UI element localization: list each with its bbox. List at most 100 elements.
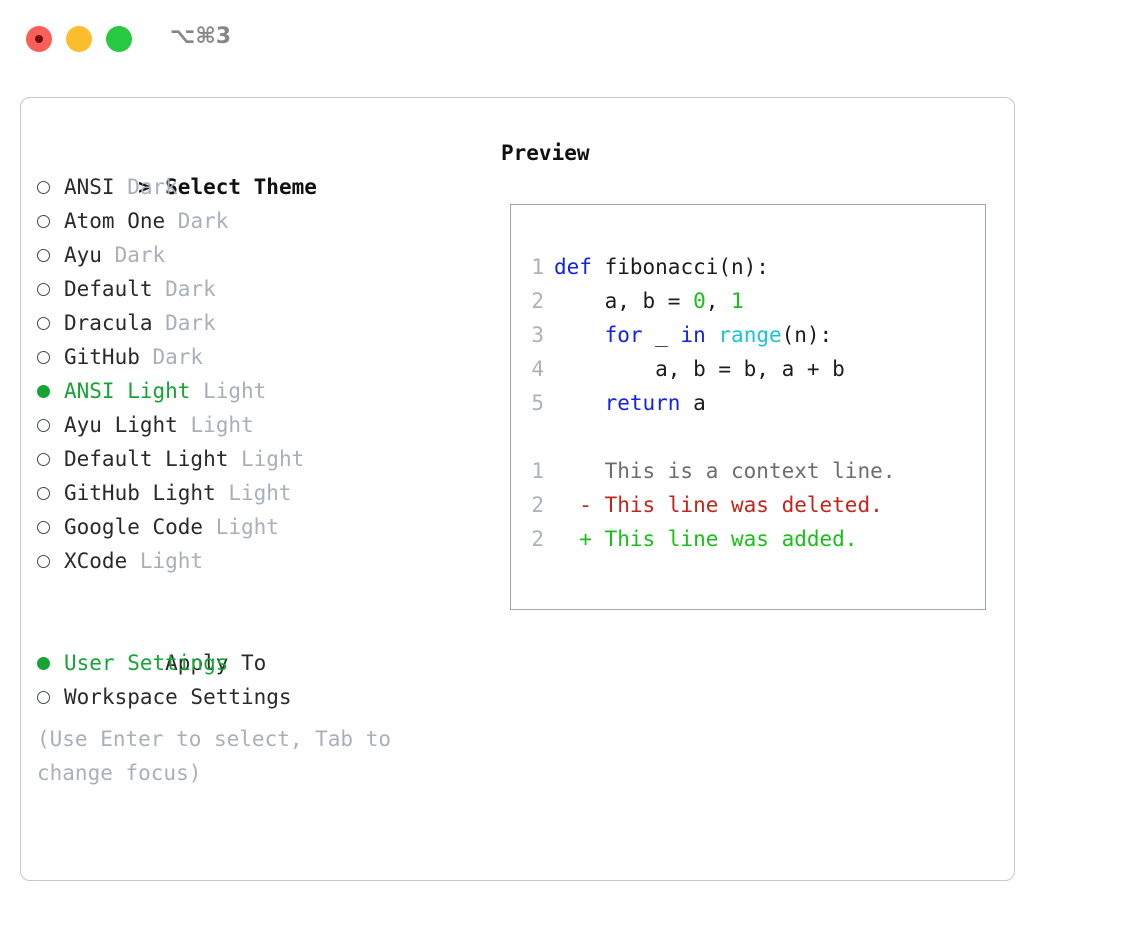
diff-line: 2 - This line was deleted.	[522, 488, 981, 522]
code-token-num: 1	[731, 289, 744, 313]
diff-marker: +	[554, 527, 605, 551]
code-line-number: 3	[531, 323, 544, 347]
theme-option-github[interactable]: GitHub Dark	[37, 340, 497, 374]
radio-unselected-icon	[37, 316, 50, 330]
keyboard-hint: (Use Enter to select, Tab to change focu…	[37, 727, 404, 785]
apply-to-option-user-settings[interactable]: User Settings	[37, 646, 497, 680]
diff-line-number: 2	[531, 493, 544, 517]
code-token-plain: a, b = b, a + b	[554, 357, 845, 381]
theme-option-radio	[37, 170, 64, 204]
theme-option-kind: Dark	[114, 175, 178, 199]
diff-line-number: 1	[531, 459, 544, 483]
theme-option-ayu-light[interactable]: Ayu Light Light	[37, 408, 497, 442]
code-token-plain: ,	[705, 289, 732, 313]
code-token-plain: fibonacci(n):	[591, 255, 769, 279]
apply-to-label: Apply To	[165, 651, 267, 675]
diff-line: 2 + This line was added.	[522, 522, 981, 556]
code-token-plain	[554, 391, 605, 415]
diff-sample: 1 This is a context line.2 - This line w…	[522, 454, 981, 556]
theme-option-github-light[interactable]: GitHub Light Light	[37, 476, 497, 510]
diff-marker	[554, 459, 605, 483]
theme-option-ayu[interactable]: Ayu Dark	[37, 238, 497, 272]
radio-unselected-icon	[37, 248, 50, 262]
radio-unselected-icon	[37, 282, 50, 296]
theme-option-xcode[interactable]: XCode Light	[37, 544, 497, 578]
code-token-fn: range	[718, 323, 782, 347]
theme-option-kind: Dark	[165, 209, 229, 233]
radio-unselected-icon	[37, 180, 50, 194]
theme-option-radio	[37, 544, 64, 578]
radio-selected-icon	[37, 656, 50, 670]
code-token-kw: def	[554, 255, 592, 279]
minimize-button[interactable]	[66, 26, 92, 52]
theme-option-ansi-light[interactable]: ANSI Light Light	[37, 374, 497, 408]
radio-unselected-icon	[37, 350, 50, 364]
theme-option-default[interactable]: Default Dark	[37, 272, 497, 306]
theme-option-name: Google Code	[64, 515, 204, 539]
theme-option-atom-one[interactable]: Atom One Dark	[37, 204, 497, 238]
apply-to-option-name: User Settings	[64, 651, 229, 675]
radio-unselected-icon	[37, 214, 50, 228]
maximize-button[interactable]	[106, 26, 132, 52]
list-spacer	[37, 578, 497, 612]
theme-option-radio	[37, 442, 64, 476]
apply-to-option-name: Workspace Settings	[64, 685, 292, 709]
radio-unselected-icon	[37, 418, 50, 432]
theme-option-radio	[37, 306, 64, 340]
theme-option-kind: Light	[177, 413, 254, 437]
preview-title: Preview	[501, 141, 590, 165]
code-line-number: 4	[531, 357, 544, 381]
theme-option-radio	[37, 510, 64, 544]
theme-option-kind: Dark	[101, 243, 166, 267]
code-token-plain: _	[642, 323, 681, 347]
theme-option-name: Atom One	[64, 209, 166, 233]
close-icon	[35, 35, 43, 43]
code-token-kw: return	[604, 391, 681, 415]
theme-option-default-light[interactable]: Default Light Light	[37, 442, 497, 476]
theme-option-name: Default Light	[64, 447, 229, 471]
radio-unselected-icon	[37, 452, 50, 466]
theme-option-radio	[37, 238, 64, 272]
code-token-plain	[554, 323, 605, 347]
theme-option-radio	[37, 408, 64, 442]
theme-option-radio	[37, 204, 64, 238]
prompt-caret: >	[138, 175, 164, 199]
theme-option-kind: Dark	[139, 345, 204, 369]
title-bar: ⌥⌘3	[0, 0, 1140, 78]
theme-option-name: Ayu Light	[64, 413, 178, 437]
radio-unselected-icon	[37, 486, 50, 500]
theme-option-kind: Light	[215, 481, 292, 505]
diff-line-number: 2	[531, 527, 544, 551]
code-token-plain: a	[680, 391, 706, 415]
theme-option-name: Default	[64, 277, 153, 301]
apply-to-radio	[37, 646, 64, 680]
theme-option-ansi[interactable]: ANSI Dark	[37, 170, 497, 204]
code-line: 4 a, b = b, a + b	[522, 352, 981, 386]
theme-option-kind: Dark	[152, 277, 216, 301]
theme-option-name: ANSI	[64, 175, 115, 199]
apply-to-option-workspace-settings[interactable]: Workspace Settings	[37, 680, 497, 714]
theme-option-name: Dracula	[64, 311, 153, 335]
code-line: 5 return a	[522, 386, 981, 420]
theme-option-name: GitHub Light	[64, 481, 216, 505]
code-line-number: 5	[531, 391, 544, 415]
code-token-kw: in	[680, 323, 706, 347]
code-token-num: 0	[693, 289, 706, 313]
theme-option-dracula[interactable]: Dracula Dark	[37, 306, 497, 340]
theme-option-kind: Light	[228, 447, 305, 471]
theme-option-name: Ayu	[64, 243, 102, 267]
apply-to-radio	[37, 680, 64, 714]
theme-option-kind: Light	[190, 379, 267, 403]
theme-option-kind: Light	[203, 515, 279, 539]
code-line-number: 2	[531, 289, 544, 313]
radio-unselected-icon	[37, 520, 50, 534]
theme-option-google-code[interactable]: Google Code Light	[37, 510, 497, 544]
code-line: 3 for _ in range(n):	[522, 318, 981, 352]
